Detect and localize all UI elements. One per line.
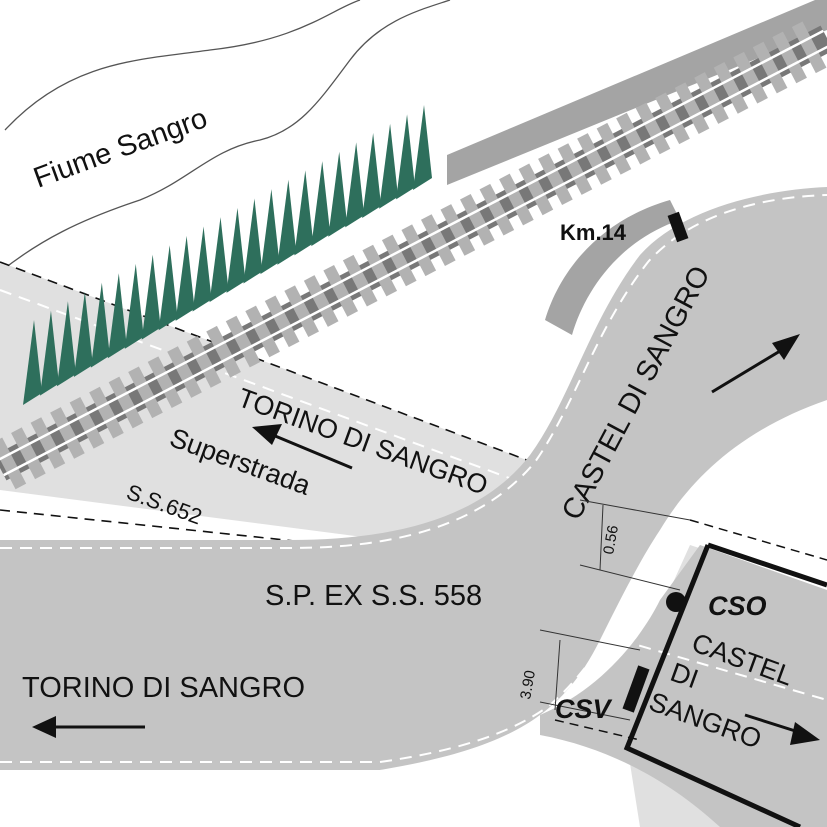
rail-line [0,29,824,461]
tree-shape [175,235,195,321]
river-label: Fiume Sangro [29,102,211,194]
rail-sleeper [694,72,729,124]
rail-sleeper [381,234,417,287]
rail-sleeper [460,193,495,246]
merge-centerline [619,639,827,701]
rail-sleeper [557,143,593,195]
rail-sleeper [518,163,554,216]
tree-shape [345,142,365,228]
rail-sleeper [69,396,105,449]
tree-shape [158,245,178,331]
arrow-right-icon [744,713,820,745]
rail-sleeper [50,407,85,459]
rail-sleeper [713,62,749,114]
railway-track-icon [0,21,827,490]
rail-sleeper [362,244,398,297]
rail-sleeper [752,41,788,94]
merge-upper-dash [689,519,827,561]
rail-sleeper [440,204,476,256]
rail-sleeper [655,92,690,145]
rail-sleeper [206,325,241,378]
arrow-right-icon [711,334,800,394]
cso-label: CSO [708,591,767,621]
rail-sleeper [577,133,612,185]
km-marker-label: Km.14 [560,220,627,245]
tree-row-icon [23,105,432,405]
rail-sleeper [128,366,163,419]
rail-sleeper [167,346,202,398]
tree-shape [56,301,76,387]
csv-label: CSV [555,694,613,724]
tree-shape [23,320,42,405]
torino-lower-label: TORINO DI SANGRO [22,672,305,704]
csv-marker [622,665,650,713]
arrow-left-icon [252,424,353,470]
rail-sleeper [245,305,280,358]
guardrail-curve [545,200,680,335]
rail-sleeper [616,112,651,165]
tree-shape [226,207,246,293]
river-bank-upper [4,0,361,131]
rail-sleeper [30,417,66,469]
tree-shape [124,263,144,349]
tree-shape [260,189,280,275]
rail-sleeper [674,82,710,135]
rail-sleeper [401,224,437,277]
tree-shape [379,123,399,209]
tree-shape [107,273,127,359]
cso-marker [666,592,686,612]
tree-shape [141,254,161,340]
km-marker-sign [667,211,689,243]
guardrail-top [447,0,827,185]
rail-sleeper [420,214,456,266]
tree-shape [328,151,348,237]
rail-line [3,45,827,477]
tree-shape [243,198,263,284]
rail-sleeper [284,285,319,337]
river-bank-lower [0,0,451,273]
sp-road-label: S.P. EX S.S. 558 [265,580,482,612]
rail-sleeper [342,254,378,307]
rail-sleeper [479,183,515,236]
rail-sleeper [225,315,261,368]
rail-sleeper [89,386,124,439]
rail-sleeper [147,356,183,409]
rail-sleeper [596,122,632,175]
tree-shape [192,226,212,312]
tree-shape [73,291,93,377]
road-lower-edge [0,419,827,763]
castel-box-outline [623,542,827,827]
rail-sleeper [303,275,339,327]
tree-shape [396,114,416,200]
rail-sleeper [772,31,807,84]
tree-shape [311,161,331,247]
tree-shape [413,105,432,190]
rail-sleeper [538,153,573,206]
road-centerline [0,194,827,549]
rail-sleeper [108,376,144,429]
merge-road-surface [540,545,827,827]
rail-sleeper [11,427,46,480]
arrow-left-icon [32,716,145,738]
distance-upper-label: 0.56 [600,524,622,556]
rail-sleeper [0,437,27,490]
rail-sleeper [264,295,300,348]
tree-shape [277,179,297,265]
rail-sleeper [499,173,534,226]
rail-sleeper [323,265,359,317]
distance-guides [539,499,691,721]
rail-sleeper [791,21,827,74]
distance-lower-label: 3.90 [517,669,539,701]
tree-shape [90,282,110,368]
tree-shape [209,217,229,303]
main-road-surface [0,187,827,770]
tree-shape [39,310,59,396]
tree-shape [294,170,314,256]
rail-sleeper [733,51,768,104]
tree-shape [362,133,382,219]
rail-sleeper [635,102,671,155]
rail-sleeper [186,336,222,388]
